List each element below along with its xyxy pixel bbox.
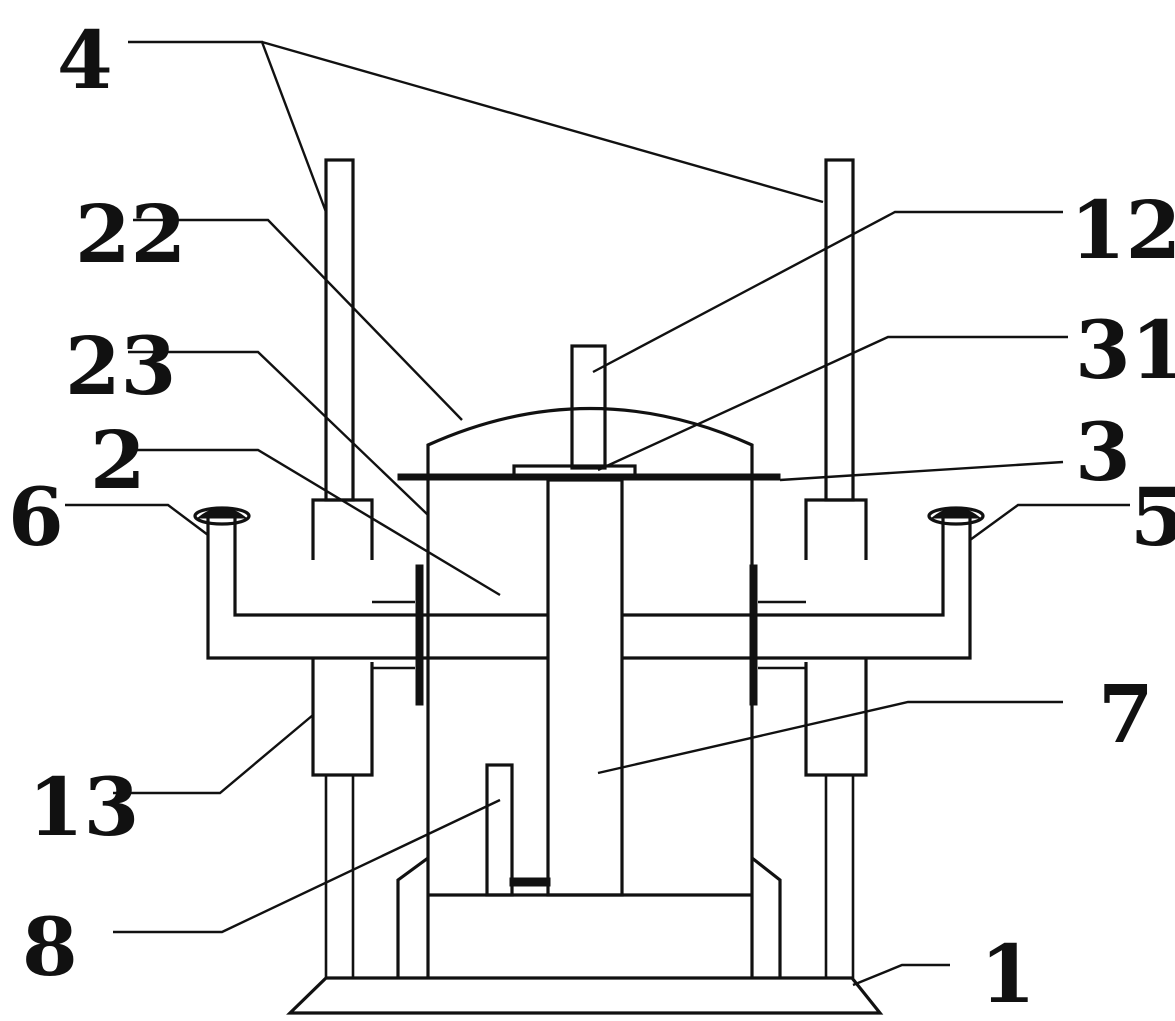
label-23: 23: [65, 319, 176, 413]
left-sleeve: [311, 498, 374, 777]
leader-lines: [65, 40, 1130, 987]
label-5: 5: [1130, 470, 1175, 564]
label-1: 1: [980, 927, 1036, 1021]
left-handle-knob: [193, 506, 251, 526]
label-31: 31: [1075, 303, 1175, 397]
cross-arm: [206, 518, 972, 670]
right-sleeve: [804, 498, 868, 777]
base-plate: [286, 976, 884, 1015]
label-6: 6: [8, 470, 64, 564]
dome-cover: [426, 407, 754, 478]
right-handle-knob: [927, 506, 985, 526]
top-shaft: [570, 344, 607, 470]
label-12: 12: [1070, 183, 1175, 277]
label-13: 13: [28, 760, 139, 854]
label-8: 8: [22, 900, 78, 994]
label-7: 7: [1098, 667, 1154, 761]
clamp-pads: [415, 564, 758, 706]
main-cylinder: [426, 478, 754, 978]
label-2: 2: [90, 413, 146, 507]
rod: [485, 763, 551, 897]
label-22: 22: [75, 187, 186, 281]
label-4: 4: [57, 13, 113, 107]
part-labels: 4 22 23 2 6 13 8 12 31 3 5 7 1: [8, 13, 1175, 1021]
label-3: 3: [1075, 405, 1131, 499]
lower-brackets: [396, 856, 782, 978]
central-column: [546, 478, 624, 897]
right-guide-post: [824, 158, 855, 978]
